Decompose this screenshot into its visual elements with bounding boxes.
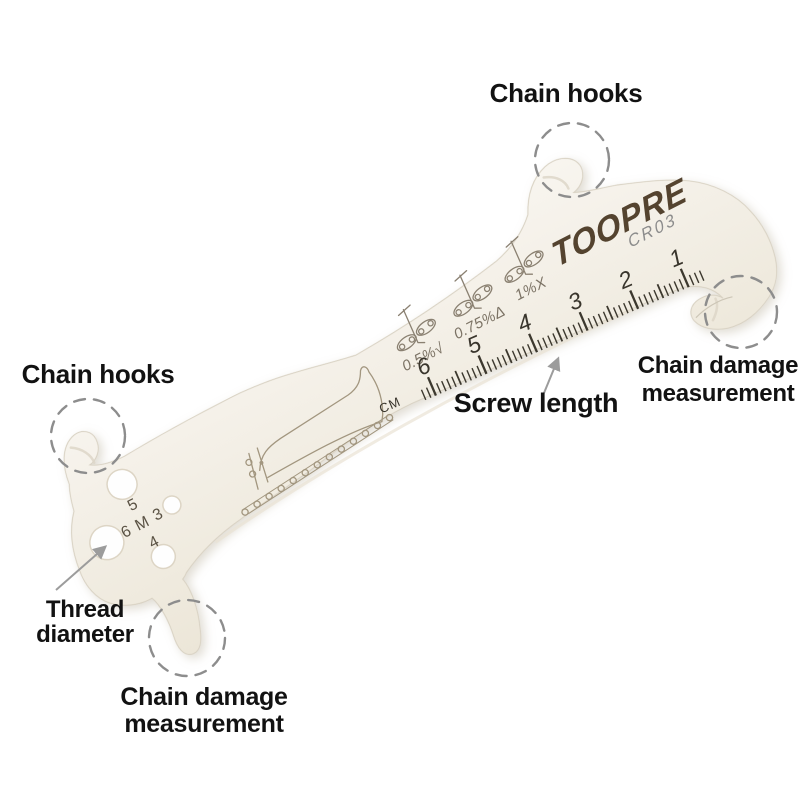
- ruler-tick: [505, 348, 513, 364]
- ruler-tick: [572, 324, 579, 336]
- ruler-tick: [426, 376, 437, 396]
- ruler-tick: [592, 315, 599, 327]
- ruler-tick: [668, 283, 675, 294]
- ruler-tick: [597, 313, 604, 325]
- ruler-tick: [648, 291, 654, 303]
- ruler-tick: [587, 317, 594, 329]
- ruler-tick: [441, 380, 447, 392]
- ruler-tick: [678, 278, 685, 290]
- ruler-tick: [451, 376, 457, 388]
- ruler-tick: [491, 359, 498, 370]
- ruler-tick: [612, 307, 619, 318]
- label-line: measurement: [641, 380, 795, 407]
- label-screw-length: Screw length: [453, 388, 619, 418]
- ruler-tick: [656, 283, 665, 299]
- ruler-tick: [693, 272, 700, 284]
- ruler-tick: [552, 333, 558, 344]
- ruler-tick: [526, 343, 533, 355]
- top-hook-shading: [542, 175, 570, 190]
- ruler-tick: [446, 378, 452, 390]
- chain-roller: [253, 500, 261, 508]
- chain-roller: [385, 413, 394, 422]
- label-chain-hooks-left: Chain hooks: [21, 359, 175, 389]
- thread-diameter-arrow: [55, 545, 108, 591]
- ruler-tick: [643, 294, 649, 305]
- ruler-tick: [511, 350, 518, 362]
- right-hook-engraving: [695, 296, 733, 319]
- ruler-tick: [673, 281, 680, 292]
- ruler-tick: [679, 268, 690, 288]
- ruler-tick: [577, 322, 584, 333]
- ruler-tick: [521, 346, 528, 357]
- ruler-tick: [528, 333, 539, 353]
- chain-roller: [301, 468, 309, 477]
- tool-body: [63, 157, 778, 655]
- ruler-tick: [542, 337, 548, 349]
- ruler-tick: [629, 290, 640, 310]
- label-chain-hooks-top: Chain hooks: [489, 78, 643, 108]
- thread-hole-m3: [162, 495, 182, 515]
- ruler-tick: [547, 335, 553, 346]
- ruler-tick: [501, 354, 508, 366]
- ruler-ticks: [420, 268, 705, 401]
- chain-roller: [373, 421, 382, 430]
- chain-roller: [277, 484, 285, 493]
- callout-circle-chain-hook-top: [533, 121, 611, 199]
- ruler-tick: [663, 285, 670, 297]
- ruler-tick: [435, 382, 442, 394]
- chain-roller: [241, 508, 249, 516]
- ruler-tick: [617, 304, 624, 316]
- chain-roller: [337, 445, 346, 453]
- ruler-tick: [516, 348, 523, 359]
- chain-roller: [265, 492, 273, 501]
- label-line: Chain damage: [120, 683, 288, 711]
- thread-hole-m4: [150, 543, 177, 570]
- ruler-tick: [537, 339, 543, 351]
- label-thread-diameter: Thread diameter: [36, 596, 134, 649]
- ruler-tick: [623, 302, 629, 314]
- ruler-tick: [425, 387, 432, 398]
- ruler-tick: [420, 389, 427, 401]
- chain-roller: [361, 429, 370, 438]
- callout-circle-damage-right: [703, 274, 779, 350]
- ruler-tick: [567, 326, 574, 338]
- label-chain-damage-right: Chain damage measurement: [628, 352, 800, 408]
- ruler-tick: [496, 356, 503, 368]
- ruler-tick: [602, 311, 609, 323]
- chain-roller: [325, 453, 334, 461]
- callout-circle-chain-hook-left: [49, 397, 127, 475]
- screw-length-arrow: [543, 356, 561, 394]
- ruler-tick: [471, 367, 477, 379]
- ruler-tick: [638, 296, 644, 307]
- chain-roller: [349, 437, 358, 445]
- ruler-tick: [688, 274, 695, 286]
- callout-circle-damage-bottom: [147, 598, 227, 678]
- thread-hole-m5: [106, 468, 138, 501]
- ruler-tick: [653, 289, 659, 301]
- ruler-tick: [606, 305, 614, 321]
- ruler-tick: [461, 372, 467, 383]
- label-line: measurement: [124, 710, 284, 738]
- ruler-tick: [562, 328, 568, 340]
- ruler-tick: [454, 370, 463, 386]
- ruler-tick: [698, 270, 705, 281]
- ruler-tick: [486, 361, 493, 372]
- chain-roller: [313, 461, 322, 469]
- ruler-tick: [477, 355, 488, 375]
- engraved-chain: [241, 413, 394, 516]
- ruler-tick: [555, 327, 564, 342]
- body-crease: [214, 306, 636, 544]
- chain-usage-engraving: [241, 366, 394, 516]
- label-chain-damage-bottom: Chain damage measurement: [114, 684, 294, 738]
- ruler-tick: [466, 369, 472, 381]
- ruler-tick: [476, 365, 483, 377]
- right-hook-shading: [711, 297, 719, 322]
- left-hook-shading: [69, 446, 96, 464]
- label-line: Chain damage: [637, 352, 799, 379]
- chain-roller: [289, 476, 297, 485]
- ruler-tick: [578, 311, 589, 331]
- ruler-tick: [628, 300, 634, 312]
